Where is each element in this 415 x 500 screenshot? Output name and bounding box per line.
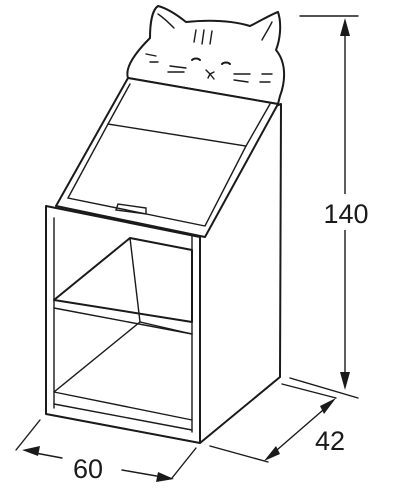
left-whiskers [167, 65, 187, 73]
nose-mouth [205, 69, 215, 80]
width-arrow-right [156, 472, 174, 482]
left-eye [191, 57, 201, 61]
lid-handle [115, 203, 147, 215]
left-cheek-stripes [145, 53, 159, 63]
forehead-stripes [193, 29, 213, 45]
right-eye [221, 61, 231, 65]
lid-inner-edge [107, 83, 271, 147]
depth-arrow-front [264, 446, 280, 461]
width-label: 60 [73, 454, 103, 484]
height-ext-bottom [289, 377, 359, 399]
height-dimension: 140 [289, 15, 386, 399]
depth-arrow-back [320, 398, 336, 414]
width-ext-right [171, 447, 197, 479]
width-arrow-left [22, 446, 40, 456]
middle-shelf-line [53, 307, 193, 335]
shelf-body [45, 5, 286, 444]
width-ext-left [15, 419, 41, 451]
middle-shelf [53, 237, 193, 323]
right-whiskers [233, 73, 251, 83]
depth-dimension: 42 [209, 383, 345, 463]
height-label-bg [306, 194, 386, 230]
depth-label: 42 [315, 426, 345, 456]
right-cheek-stripes [259, 73, 273, 83]
left-ear-inner [157, 13, 175, 29]
back-vertical-line [129, 237, 141, 323]
height-arrow-bottom [340, 372, 350, 390]
depth-ext-front [209, 445, 269, 463]
cat-head-backboard [126, 5, 286, 105]
height-label: 140 [323, 199, 368, 229]
depth-line [269, 403, 331, 457]
height-arrow-top [340, 18, 350, 36]
width-dimension: 60 [15, 419, 197, 484]
right-ear-inner [261, 21, 273, 41]
depth-ext-back [281, 383, 337, 399]
cat-face [145, 13, 273, 83]
base-board [45, 403, 201, 444]
